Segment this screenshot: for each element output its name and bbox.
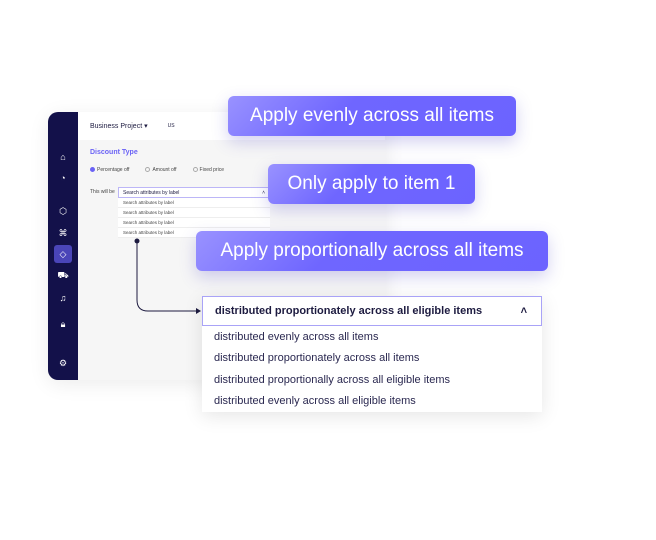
project-selector[interactable]: Business Project ▾ (90, 123, 148, 130)
radio-fixed[interactable]: Fixed price (192, 167, 224, 173)
chevron-up-icon: ˄ (520, 305, 527, 317)
list-item[interactable]: Search attributes by label (118, 218, 270, 228)
radio-amount[interactable]: Amount off (145, 167, 177, 173)
flow-icon[interactable]: ⌘ (58, 227, 68, 238)
tag-icon[interactable]: ◇ (54, 245, 72, 263)
list-item[interactable]: Search attributes by label (118, 198, 270, 208)
radio-percentage[interactable]: Percentage off (90, 167, 129, 173)
distribution-dropdown: distributed proportionately across all e… (202, 296, 542, 412)
radio-label: Percentage off (97, 167, 130, 173)
dropdown-option[interactable]: distributed proportionately across all i… (214, 352, 420, 365)
dropdown-option[interactable]: distributed evenly across all items (214, 330, 379, 343)
cart-icon[interactable]: ⛟ (57, 270, 69, 280)
cube-icon[interactable]: ⬡ (59, 205, 67, 216)
region-label: US (167, 123, 175, 129)
callout-item-1: Only apply to item 1 (268, 164, 475, 204)
home-icon[interactable]: ⌂ (60, 152, 66, 162)
settings-icon[interactable]: ⚙ (58, 357, 68, 368)
sidebar: ⌂ ◔ ⬡ ⌘ ◇ ⛟ ♫ 🔒︎ ⚙ (48, 112, 78, 380)
bell-icon[interactable]: ♫ (59, 293, 67, 303)
dashboard-icon[interactable]: ◔ (60, 173, 66, 183)
radio-label: Amount off (152, 167, 177, 173)
callout-evenly: Apply evenly across all items (228, 96, 516, 136)
dropdown-option[interactable]: distributed evenly across all eligible i… (214, 395, 416, 408)
radio-label: Fixed price (199, 167, 224, 173)
chevron-up-icon: ˄ (262, 190, 265, 196)
project-name: Business Project (90, 123, 143, 130)
callout-proportionally: Apply proportionally across all items (196, 231, 548, 271)
field-label: This will be (90, 189, 115, 195)
dropdown-option[interactable]: distributed proportionally across all el… (214, 373, 451, 386)
dropdown-selected[interactable]: distributed proportionately across all e… (202, 296, 542, 326)
list-item[interactable]: Search attributes by label (118, 208, 270, 218)
attribute-options: Search attributes by label Search attrib… (118, 198, 270, 238)
section-title: Discount Type (90, 149, 138, 156)
select-value: Search attributes by label (123, 190, 180, 196)
discount-type-radios: Percentage off Amount off Fixed price (90, 167, 224, 173)
list-item[interactable]: Search attributes by label (118, 228, 270, 238)
selected-value: distributed proportionately across all e… (215, 305, 483, 317)
lock-icon[interactable]: 🔒︎ (60, 318, 66, 329)
